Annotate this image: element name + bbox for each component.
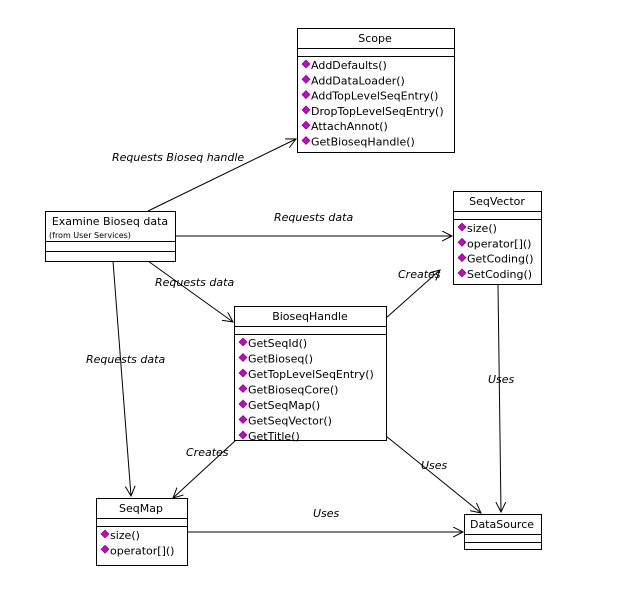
method-scope-5: GetBioseqHandle()	[311, 136, 415, 149]
method-icon	[301, 120, 311, 130]
method-bioseqhandle-1: GetBioseq()	[248, 353, 313, 366]
edge-examine-scope	[147, 139, 296, 212]
class-title-datasource: DataSource	[470, 518, 534, 531]
method-icon	[301, 74, 311, 84]
edge-examine-bioseqhandle	[147, 260, 233, 322]
method-icon	[301, 90, 311, 100]
method-scope-3: DropTopLevelSeqEntry()	[311, 105, 444, 118]
method-icon	[457, 222, 467, 232]
method-bioseqhandle-3: GetBioseqCore()	[248, 384, 338, 397]
method-icon	[457, 253, 467, 263]
edges	[112, 139, 501, 532]
class-datasource: DataSource	[464, 514, 542, 550]
class-title-seqmap: SeqMap	[119, 502, 163, 515]
method-bioseqhandle-0: GetSeqId()	[248, 337, 307, 350]
class-title-scope: Scope	[358, 32, 392, 45]
method-icon	[301, 105, 311, 115]
method-bioseqhandle-2: GetTopLevelSeqEntry()	[248, 368, 374, 381]
method-icon	[238, 399, 248, 409]
method-seqvector-0: size()	[467, 222, 497, 235]
class-box-seqmap	[96, 498, 188, 566]
method-icon	[301, 59, 311, 69]
edge-label-bioseqhandle-seqvector: Creates	[398, 268, 441, 281]
class-subtitle-examine: (from User Services)	[49, 231, 131, 240]
method-seqvector-3: SetCoding()	[467, 268, 532, 281]
class-examine: Examine Bioseq data (from User Services)	[45, 211, 176, 262]
edge-labels: Requests Bioseq handle Requests data Req…	[86, 151, 515, 520]
edge-label-seqmap-datasource: Uses	[313, 507, 340, 520]
edge-label-seqvector-datasource: Uses	[488, 373, 515, 386]
method-icon	[100, 544, 110, 554]
method-bioseqhandle-5: GetSeqVector()	[248, 415, 332, 428]
class-title-examine: Examine Bioseq data	[52, 215, 168, 228]
method-icon	[457, 237, 467, 247]
method-icon	[301, 136, 311, 145]
method-scope-1: AddDataLoader()	[311, 74, 405, 87]
method-seqmap-1: operator[]()	[110, 544, 174, 557]
edge-seqvector-datasource	[498, 284, 501, 512]
method-seqvector-1: operator[]()	[467, 237, 531, 250]
edge-bioseqhandle-seqmap	[173, 439, 237, 498]
class-box-seqvector	[453, 191, 542, 285]
edge-label-bioseqhandle-seqmap: Creates	[186, 446, 229, 459]
class-box-examine	[45, 211, 176, 262]
class-seqvector: SeqVector size() operator[]() GetCoding() Se…	[453, 191, 542, 285]
method-icon	[238, 384, 248, 393]
method-seqmap-0: size()	[110, 529, 140, 542]
edge-label-examine-bioseqhandle: Requests data	[155, 276, 234, 289]
class-title-bioseqhandle: BioseqHandle	[272, 310, 348, 323]
edge-bioseqhandle-seqvector	[385, 270, 440, 319]
method-bioseqhandle-4: GetSeqMap()	[248, 399, 320, 412]
method-scope-4: AttachAnnot()	[311, 120, 388, 133]
edge-label-examine-seqvector: Requests data	[274, 211, 353, 224]
method-seqvector-2: GetCoding()	[467, 253, 534, 266]
method-icon	[238, 353, 248, 362]
method-icon	[238, 415, 248, 424]
method-icon	[238, 337, 248, 347]
method-icon	[457, 268, 467, 278]
edge-bioseqhandle-datasource	[385, 435, 481, 513]
class-title-seqvector: SeqVector	[469, 195, 525, 208]
edge-examine-seqmap	[112, 260, 131, 496]
method-scope-0: AddDefaults()	[311, 59, 387, 72]
class-seqmap: SeqMap size() operator[]()	[96, 498, 188, 566]
edge-label-bioseqhandle-datasource: Uses	[421, 459, 448, 472]
method-icon	[238, 430, 248, 440]
method-icon	[238, 368, 248, 378]
class-box-scope	[297, 28, 455, 153]
edge-label-examine-scope: Requests Bioseq handle	[112, 151, 244, 164]
class-box-datasource	[464, 514, 542, 550]
method-icon	[100, 529, 110, 539]
method-scope-2: AddTopLevelSeqEntry()	[311, 90, 438, 103]
class-box-bioseqhandle	[234, 306, 387, 441]
method-bioseqhandle-6: GetTitle()	[248, 430, 300, 443]
edge-label-examine-seqmap: Requests data	[86, 353, 165, 366]
